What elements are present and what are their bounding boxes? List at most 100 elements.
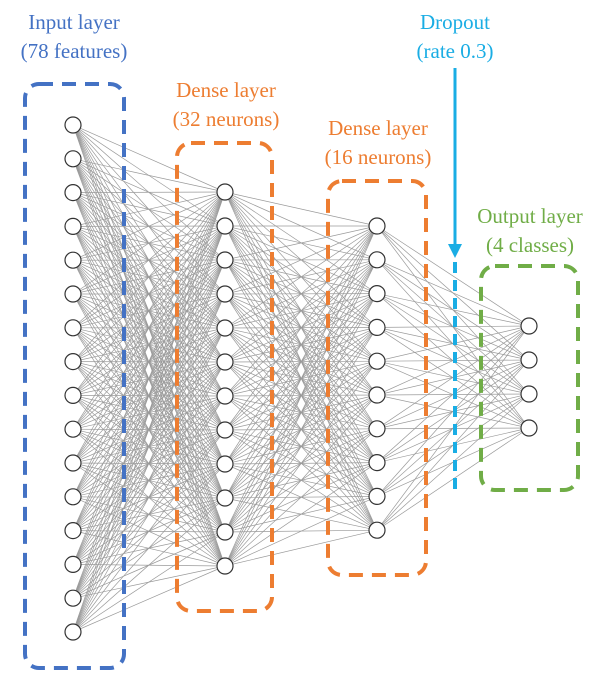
connection-line bbox=[376, 225, 530, 327]
dense-layer-2-title: Dense layer bbox=[328, 116, 428, 140]
dense2-neuron bbox=[368, 454, 386, 472]
dense-layer-2-subtitle: (16 neurons) bbox=[325, 145, 432, 169]
dense2-neuron bbox=[368, 285, 386, 303]
connection-line bbox=[224, 259, 378, 567]
connection-line bbox=[72, 191, 226, 497]
dense2-neuron bbox=[368, 251, 386, 269]
output-layer-title: Output layer bbox=[477, 204, 583, 228]
dropout-title: Dropout bbox=[420, 10, 490, 34]
dense2-neuron bbox=[368, 217, 386, 235]
connection-line bbox=[72, 191, 226, 633]
connection-line bbox=[224, 529, 378, 567]
input-neuron bbox=[64, 116, 82, 134]
connection-line bbox=[72, 191, 226, 531]
dense1-neuron bbox=[216, 319, 234, 337]
connection-line bbox=[72, 191, 226, 329]
connection-line bbox=[72, 191, 226, 396]
input-neuron bbox=[64, 521, 82, 540]
connection-line bbox=[376, 259, 530, 327]
output-neuron bbox=[520, 385, 538, 403]
input-neuron bbox=[64, 623, 82, 641]
connection-line bbox=[72, 191, 226, 362]
connection-line bbox=[224, 327, 378, 567]
output-layer-box bbox=[479, 264, 580, 492]
input-neuron bbox=[64, 353, 82, 371]
connection-line bbox=[224, 191, 378, 227]
dense1-neuron bbox=[216, 489, 234, 507]
connection-line bbox=[224, 225, 378, 261]
connection-line bbox=[224, 225, 378, 533]
input-neuron bbox=[64, 319, 82, 337]
connection-line bbox=[72, 429, 226, 633]
connection-line bbox=[72, 191, 226, 464]
dense1-neuron bbox=[216, 251, 234, 269]
dense-layer-1-box bbox=[175, 141, 274, 613]
connection-line bbox=[224, 225, 378, 397]
connection-line bbox=[72, 361, 226, 633]
connection-line bbox=[72, 191, 226, 295]
dense-layer-2-box bbox=[326, 179, 428, 577]
connection-line bbox=[72, 463, 226, 633]
input-neuron bbox=[64, 589, 82, 607]
connection-line bbox=[72, 293, 226, 633]
output-neuron bbox=[520, 419, 538, 437]
dense1-neuron bbox=[216, 285, 234, 303]
connection-line bbox=[224, 394, 378, 567]
dense1-neuron bbox=[216, 557, 234, 575]
connection-line bbox=[72, 191, 226, 599]
connection-line bbox=[72, 191, 226, 227]
connection-line bbox=[72, 395, 226, 633]
dense2-neuron bbox=[368, 487, 386, 505]
connection-line bbox=[72, 327, 226, 633]
connection-line bbox=[224, 360, 378, 567]
input-layer-box bbox=[23, 82, 126, 670]
connection-line bbox=[72, 191, 226, 430]
dense1-neuron bbox=[216, 353, 234, 371]
dense1-neuron bbox=[216, 183, 234, 201]
input-neuron bbox=[64, 217, 82, 235]
connection-line bbox=[224, 225, 378, 431]
input-neuron bbox=[64, 386, 82, 404]
connections bbox=[72, 124, 530, 633]
dense1-neuron bbox=[216, 455, 234, 473]
dense-layer-1-subtitle: (32 neurons) bbox=[173, 107, 280, 131]
dense2-neuron bbox=[368, 318, 386, 336]
input-neuron bbox=[64, 184, 82, 202]
connection-line bbox=[72, 497, 226, 633]
dense-layer-1-title: Dense layer bbox=[176, 78, 276, 102]
connection-line bbox=[72, 158, 226, 193]
dense2-neuron bbox=[368, 420, 386, 438]
connection-line bbox=[224, 225, 378, 329]
connection-line bbox=[72, 259, 226, 633]
input-neuron bbox=[64, 555, 82, 574]
connection-line bbox=[224, 293, 378, 567]
input-neuron bbox=[64, 454, 82, 472]
input-layer-title: Input layer bbox=[28, 10, 120, 34]
connection-line bbox=[224, 496, 378, 567]
output-neuron bbox=[520, 317, 538, 335]
connection-line bbox=[376, 293, 530, 327]
connection-line bbox=[72, 191, 226, 565]
dropout-subtitle: (rate 0.3) bbox=[417, 39, 494, 63]
input-neuron bbox=[64, 488, 82, 506]
connection-line bbox=[72, 124, 226, 193]
dense1-neuron bbox=[216, 421, 234, 439]
connection-line bbox=[72, 191, 226, 261]
input-layer-subtitle: (78 features) bbox=[21, 39, 128, 63]
input-neuron bbox=[64, 251, 82, 269]
input-neuron bbox=[64, 150, 82, 168]
input-neuron bbox=[64, 285, 82, 303]
dense1-neuron bbox=[216, 387, 234, 405]
output-neuron bbox=[520, 351, 538, 369]
dense2-neuron bbox=[368, 386, 386, 404]
connection-line bbox=[224, 225, 378, 295]
dense1-neuron bbox=[216, 523, 234, 541]
connection-line bbox=[72, 565, 226, 633]
connection-line bbox=[72, 225, 226, 633]
connection-line bbox=[224, 225, 378, 363]
input-neuron bbox=[64, 420, 82, 438]
connection-line bbox=[72, 531, 226, 633]
output-layer-subtitle: (4 classes) bbox=[486, 233, 574, 257]
dense2-neuron bbox=[368, 352, 386, 370]
